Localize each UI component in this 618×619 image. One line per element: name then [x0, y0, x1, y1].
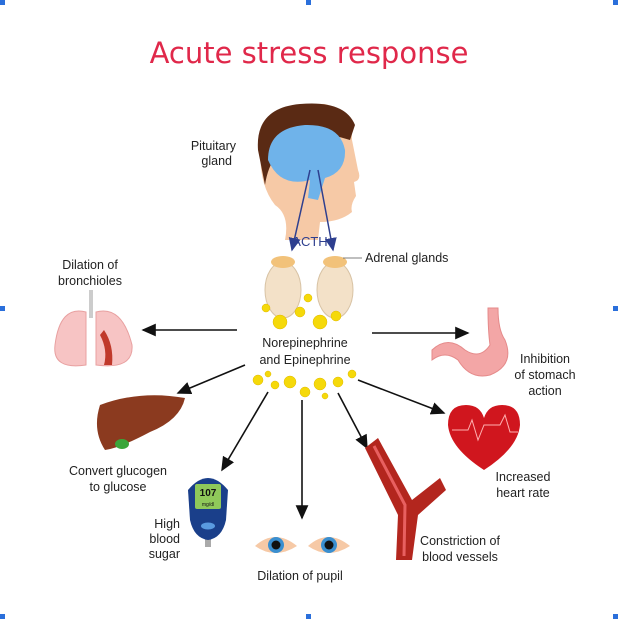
- stomach-icon: [431, 307, 509, 377]
- stomach-label-3: action: [528, 384, 561, 398]
- lungs-icon: [54, 290, 133, 367]
- head-illustration: [257, 103, 360, 240]
- hormones-label: Norepinephrine: [262, 336, 348, 350]
- selection-handle[interactable]: [306, 614, 311, 619]
- sugar-label-3: sugar: [149, 547, 180, 561]
- selection-handle[interactable]: [613, 614, 618, 619]
- stomach-label: Inhibition: [520, 352, 570, 366]
- glucometer-unit: mg/dl: [202, 502, 214, 508]
- heart-label: Increased: [496, 470, 551, 484]
- glucometer-icon: 107 mg/dl: [188, 478, 228, 547]
- diagram-title: Acute stress response: [150, 36, 469, 70]
- selection-handle[interactable]: [613, 0, 618, 5]
- adrenal-label: Adrenal glands: [365, 251, 448, 265]
- vessels-label: Constriction of: [420, 534, 500, 548]
- effect-arrows: [141, 323, 470, 520]
- sugar-label: High: [154, 517, 180, 531]
- hormones-label-2: and Epinephrine: [259, 353, 350, 367]
- selection-handle[interactable]: [0, 0, 5, 5]
- selection-handle[interactable]: [0, 306, 5, 311]
- heart-icon: [448, 405, 520, 470]
- pituitary-label-2: gland: [201, 154, 232, 168]
- glucose-label: Convert glucogen: [69, 464, 167, 478]
- hormone-dots: [252, 293, 357, 400]
- glucometer-reading: 107: [200, 488, 217, 499]
- glucose-label-2: to glucose: [90, 480, 147, 494]
- eyes-icon: [255, 537, 350, 553]
- stomach-label-2: of stomach: [514, 368, 575, 382]
- heart-label-2: heart rate: [496, 486, 550, 500]
- vessels-label-2: blood vessels: [422, 550, 498, 564]
- selection-handle[interactable]: [0, 614, 5, 619]
- blood-vessels-icon: [365, 438, 446, 560]
- sugar-label-2: blood: [149, 532, 180, 546]
- selection-handle[interactable]: [613, 306, 618, 311]
- bronchioles-label-2: bronchioles: [58, 274, 122, 288]
- liver-icon: [96, 395, 185, 450]
- adrenal-kidneys-illustration: [264, 256, 354, 319]
- bronchioles-label: Dilation of: [62, 258, 118, 272]
- pituitary-label: Pituitary: [191, 139, 237, 153]
- selection-handle[interactable]: [306, 0, 311, 5]
- acth-label: ACTH: [292, 234, 327, 249]
- brain-icon: [268, 124, 346, 200]
- pupil-label: Dilation of pupil: [257, 569, 342, 583]
